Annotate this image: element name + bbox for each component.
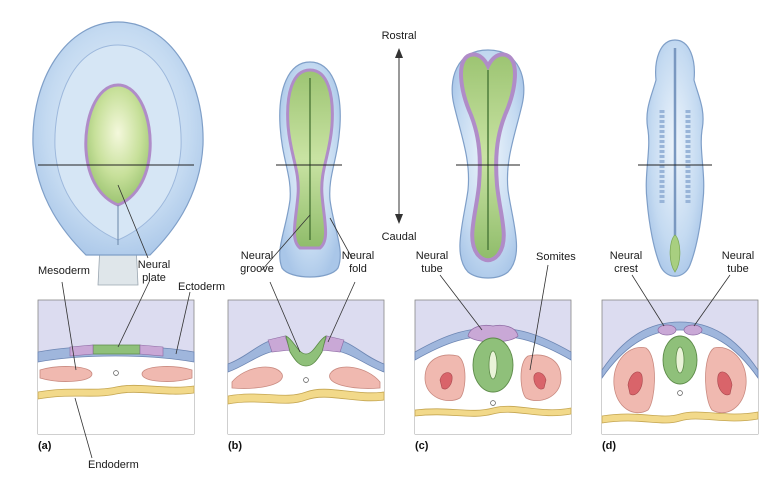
- neural-crest-d-right: [683, 324, 703, 336]
- leader-neural-groove: [261, 214, 311, 271]
- notochord-b: [303, 377, 309, 383]
- mesoderm-a-right: [141, 366, 193, 382]
- leader-neural-groove-section: [269, 281, 301, 353]
- embryo-b: [276, 61, 342, 278]
- notochord-d: [677, 390, 683, 396]
- neural-crest-d-left: [657, 324, 677, 336]
- mesoderm-a-left: [39, 366, 93, 382]
- mesoderm-b-right: [329, 366, 381, 389]
- somites-label: Somites: [536, 251, 576, 263]
- leader-neural-plate: [117, 184, 149, 259]
- panel-label-b: (b): [228, 440, 243, 452]
- ectoderm-d: [601, 321, 759, 380]
- endoderm-b: [227, 388, 385, 405]
- leader-mesoderm: [61, 281, 77, 371]
- section-panel-b: [227, 299, 385, 435]
- notochord-c: [490, 400, 496, 406]
- leader-endoderm: [74, 397, 93, 459]
- leader-neural-plate-section: [117, 279, 151, 348]
- endoderm-c: [414, 405, 572, 417]
- embryo-a: [32, 21, 204, 286]
- neural-groove-b-section: [285, 335, 327, 367]
- embryo-d: [638, 39, 712, 277]
- endoderm-d: [601, 411, 759, 424]
- section-panel-c: [414, 299, 572, 435]
- leader-neural-fold: [329, 217, 353, 259]
- endoderm-a: [37, 384, 195, 400]
- section-panel-a: [37, 299, 195, 435]
- neural-crest-a-left: [69, 344, 94, 357]
- section-panel-d: [601, 299, 759, 435]
- neural-plate-a-section: [92, 344, 141, 355]
- endoderm-label: Endoderm: [88, 459, 139, 471]
- leader-neural-tube-c: [439, 274, 483, 331]
- leader-neural-crest: [631, 274, 665, 327]
- panel-label-a: (a): [38, 440, 52, 452]
- notochord-a: [113, 370, 119, 376]
- panel-label-d: (d): [602, 440, 617, 452]
- orientation-arrow: [395, 48, 403, 224]
- mesoderm-b-left: [231, 366, 283, 389]
- ectoderm-label: Ectoderm: [178, 281, 226, 293]
- leader-neural-fold-section: [327, 281, 356, 343]
- neural-crest-a-right: [139, 344, 164, 357]
- neural-plate-d-caudal: [669, 234, 681, 273]
- leader-ectoderm: [175, 291, 191, 355]
- caudal-label: Caudal: [381, 231, 417, 243]
- leader-somites: [529, 264, 549, 371]
- neural-plate-a: [84, 83, 152, 207]
- mesoderm-label: Mesoderm: [38, 265, 90, 277]
- leader-lines: [61, 184, 731, 459]
- panel-label-c: (c): [415, 440, 429, 452]
- rostral-label: Rostral: [381, 30, 417, 42]
- embryo-c: [451, 49, 525, 279]
- leader-neural-tube-d: [693, 274, 731, 327]
